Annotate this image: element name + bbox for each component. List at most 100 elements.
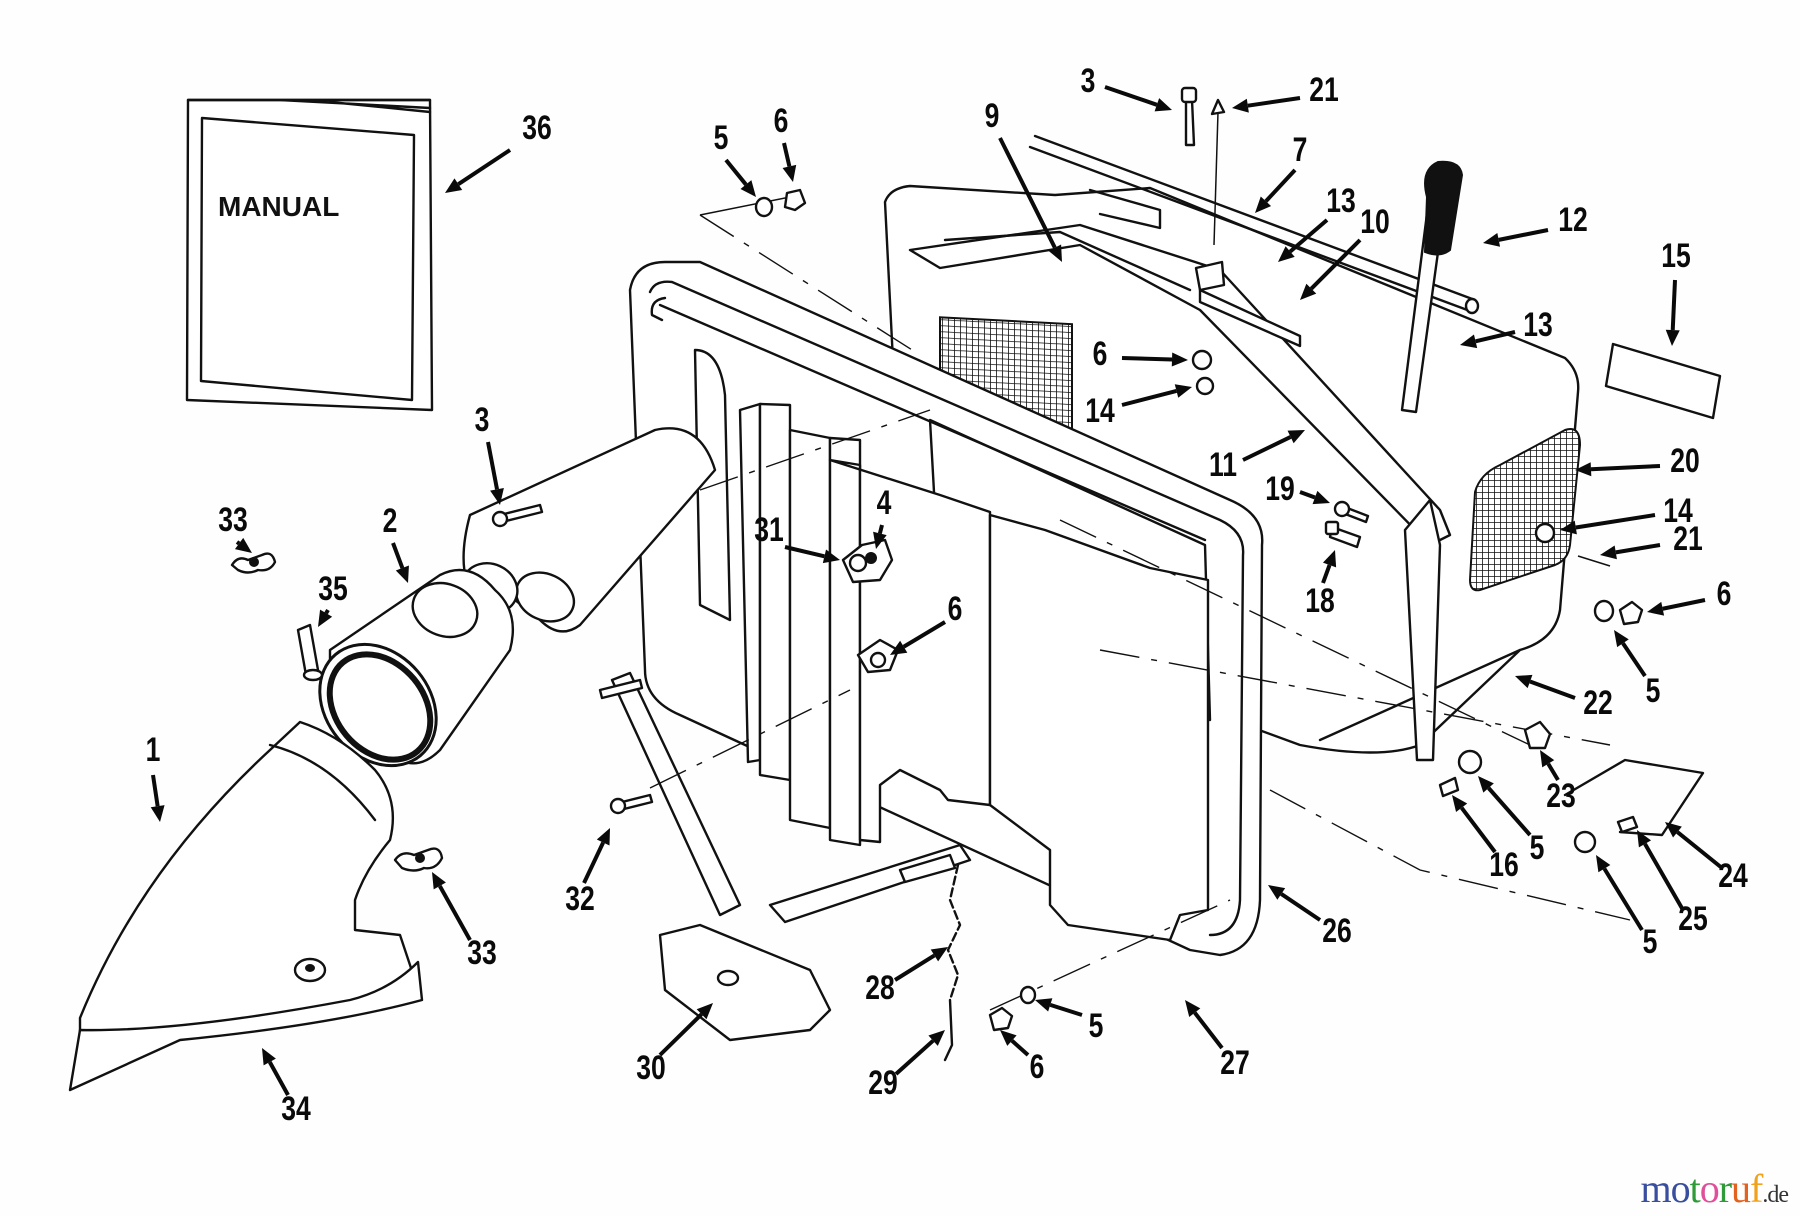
callout-number: 29 (868, 1064, 898, 1102)
coupler-tube (318, 568, 514, 768)
back-panel (988, 513, 1210, 942)
arrowhead (696, 1003, 713, 1020)
arrowhead (873, 531, 887, 549)
callout-handle-arm: 11 (1209, 430, 1305, 484)
arrowhead (1614, 630, 1629, 648)
arrowhead (1478, 776, 1494, 793)
leader-arrow (724, 158, 748, 186)
callout-nut-bottom: 6 (1000, 1030, 1044, 1086)
arrowhead (928, 1030, 945, 1046)
leader-arrow (1498, 228, 1549, 242)
leader-arrow (1264, 168, 1297, 203)
callout-washer-25: 5 (1596, 855, 1657, 961)
callout-bolt-16: 16 (1452, 795, 1519, 884)
callout-number: 28 (865, 969, 895, 1007)
arrowhead (395, 565, 409, 583)
leader-arrow (324, 608, 330, 615)
watermark-suffix: .de (1762, 1182, 1789, 1208)
leader-arrow (151, 774, 160, 807)
callout-number: 13 (1523, 306, 1553, 344)
wing-nut-bottom (393, 847, 444, 872)
callout-back-panel: 27 (1185, 1000, 1250, 1082)
bolt-top (1184, 98, 1196, 147)
wing-nut-top (230, 552, 277, 574)
leader-arrow (267, 1061, 290, 1096)
chute-deflector (68, 960, 424, 1092)
callout-number: 6 (1030, 1048, 1045, 1086)
callout-number: 31 (754, 511, 784, 549)
arrowhead (1000, 1030, 1017, 1046)
watermark-letter: u (1731, 1166, 1751, 1211)
callout-number: 5 (1643, 923, 1658, 961)
handle-assembly (908, 160, 1464, 762)
latch-plate (841, 538, 894, 584)
callout-number: 36 (522, 109, 552, 147)
arrowhead (432, 872, 446, 890)
callout-number: 5 (1646, 672, 1661, 710)
nut-top (783, 188, 807, 212)
leader-arrow (1242, 435, 1292, 462)
arrowhead (1312, 490, 1330, 505)
callout-number: 14 (1663, 492, 1693, 530)
callout-nut-top: 6 (774, 102, 797, 182)
callout-number: 6 (774, 102, 789, 140)
leader-arrow (582, 841, 605, 884)
callout-number: 20 (1670, 442, 1700, 480)
arrowhead (262, 1048, 276, 1066)
arrowhead (318, 609, 333, 627)
leader-arrow (1288, 218, 1329, 254)
leader-arrow (1121, 356, 1173, 362)
manual-cover-title: MANUAL (218, 191, 339, 222)
arrowhead (1154, 98, 1172, 112)
callout-front-frame: 26 (1268, 885, 1352, 950)
callout-rivet-side: 21 (1600, 520, 1703, 560)
leader-arrow (1049, 1002, 1083, 1017)
arrowhead (930, 947, 948, 962)
callout-number: 4 (877, 484, 892, 522)
side-rails (738, 402, 862, 847)
callout-number: 10 (1360, 203, 1390, 241)
nut-bottom (988, 1006, 1014, 1032)
callout-number: 25 (1678, 900, 1708, 938)
arrowhead (490, 487, 504, 505)
leader-arrow (391, 542, 405, 569)
arrowhead (1287, 430, 1305, 444)
arrowhead (782, 164, 797, 182)
arrowhead (1515, 674, 1533, 689)
watermark-letter: t (1689, 1166, 1701, 1211)
callout-number: 34 (281, 1090, 311, 1128)
callout-carriage-bolt: 35 (318, 570, 348, 627)
arrowhead (1596, 855, 1611, 873)
watermark-letter: r (1718, 1166, 1732, 1211)
arrowhead (890, 640, 908, 655)
arrowhead (1048, 244, 1062, 262)
leader-arrow (1104, 85, 1158, 107)
leader-arrow (1299, 490, 1316, 500)
nut-23 (1523, 720, 1552, 750)
leader-arrow (1670, 279, 1677, 331)
callout-number: 22 (1583, 684, 1613, 722)
arrowhead (1035, 998, 1053, 1012)
tow-bar (768, 843, 972, 924)
arrowhead (1540, 750, 1555, 768)
callout-number: 5 (714, 119, 729, 157)
callout-number: 19 (1265, 470, 1295, 508)
callout-support-foot: 30 (636, 1003, 713, 1087)
leader-arrow (1121, 389, 1178, 407)
callout-strip-top: 13 (1278, 182, 1356, 262)
callout-nut-center: 6 (890, 590, 962, 655)
arrowhead (234, 537, 252, 553)
bolt-16 (1438, 776, 1460, 798)
arrowhead (1268, 885, 1286, 900)
callout-number: 16 (1489, 846, 1519, 884)
washer-side (1593, 599, 1615, 623)
leader-arrow (1575, 513, 1656, 530)
watermark-letter: f (1750, 1166, 1763, 1211)
hitch-pin (943, 998, 954, 1062)
callout-number: 27 (1220, 1044, 1250, 1082)
callout-decal: 15 (1661, 237, 1691, 346)
callout-washer-top: 5 (714, 119, 756, 197)
washer-25 (1573, 830, 1597, 854)
callout-number: 18 (1305, 582, 1335, 620)
chain (946, 863, 962, 1002)
